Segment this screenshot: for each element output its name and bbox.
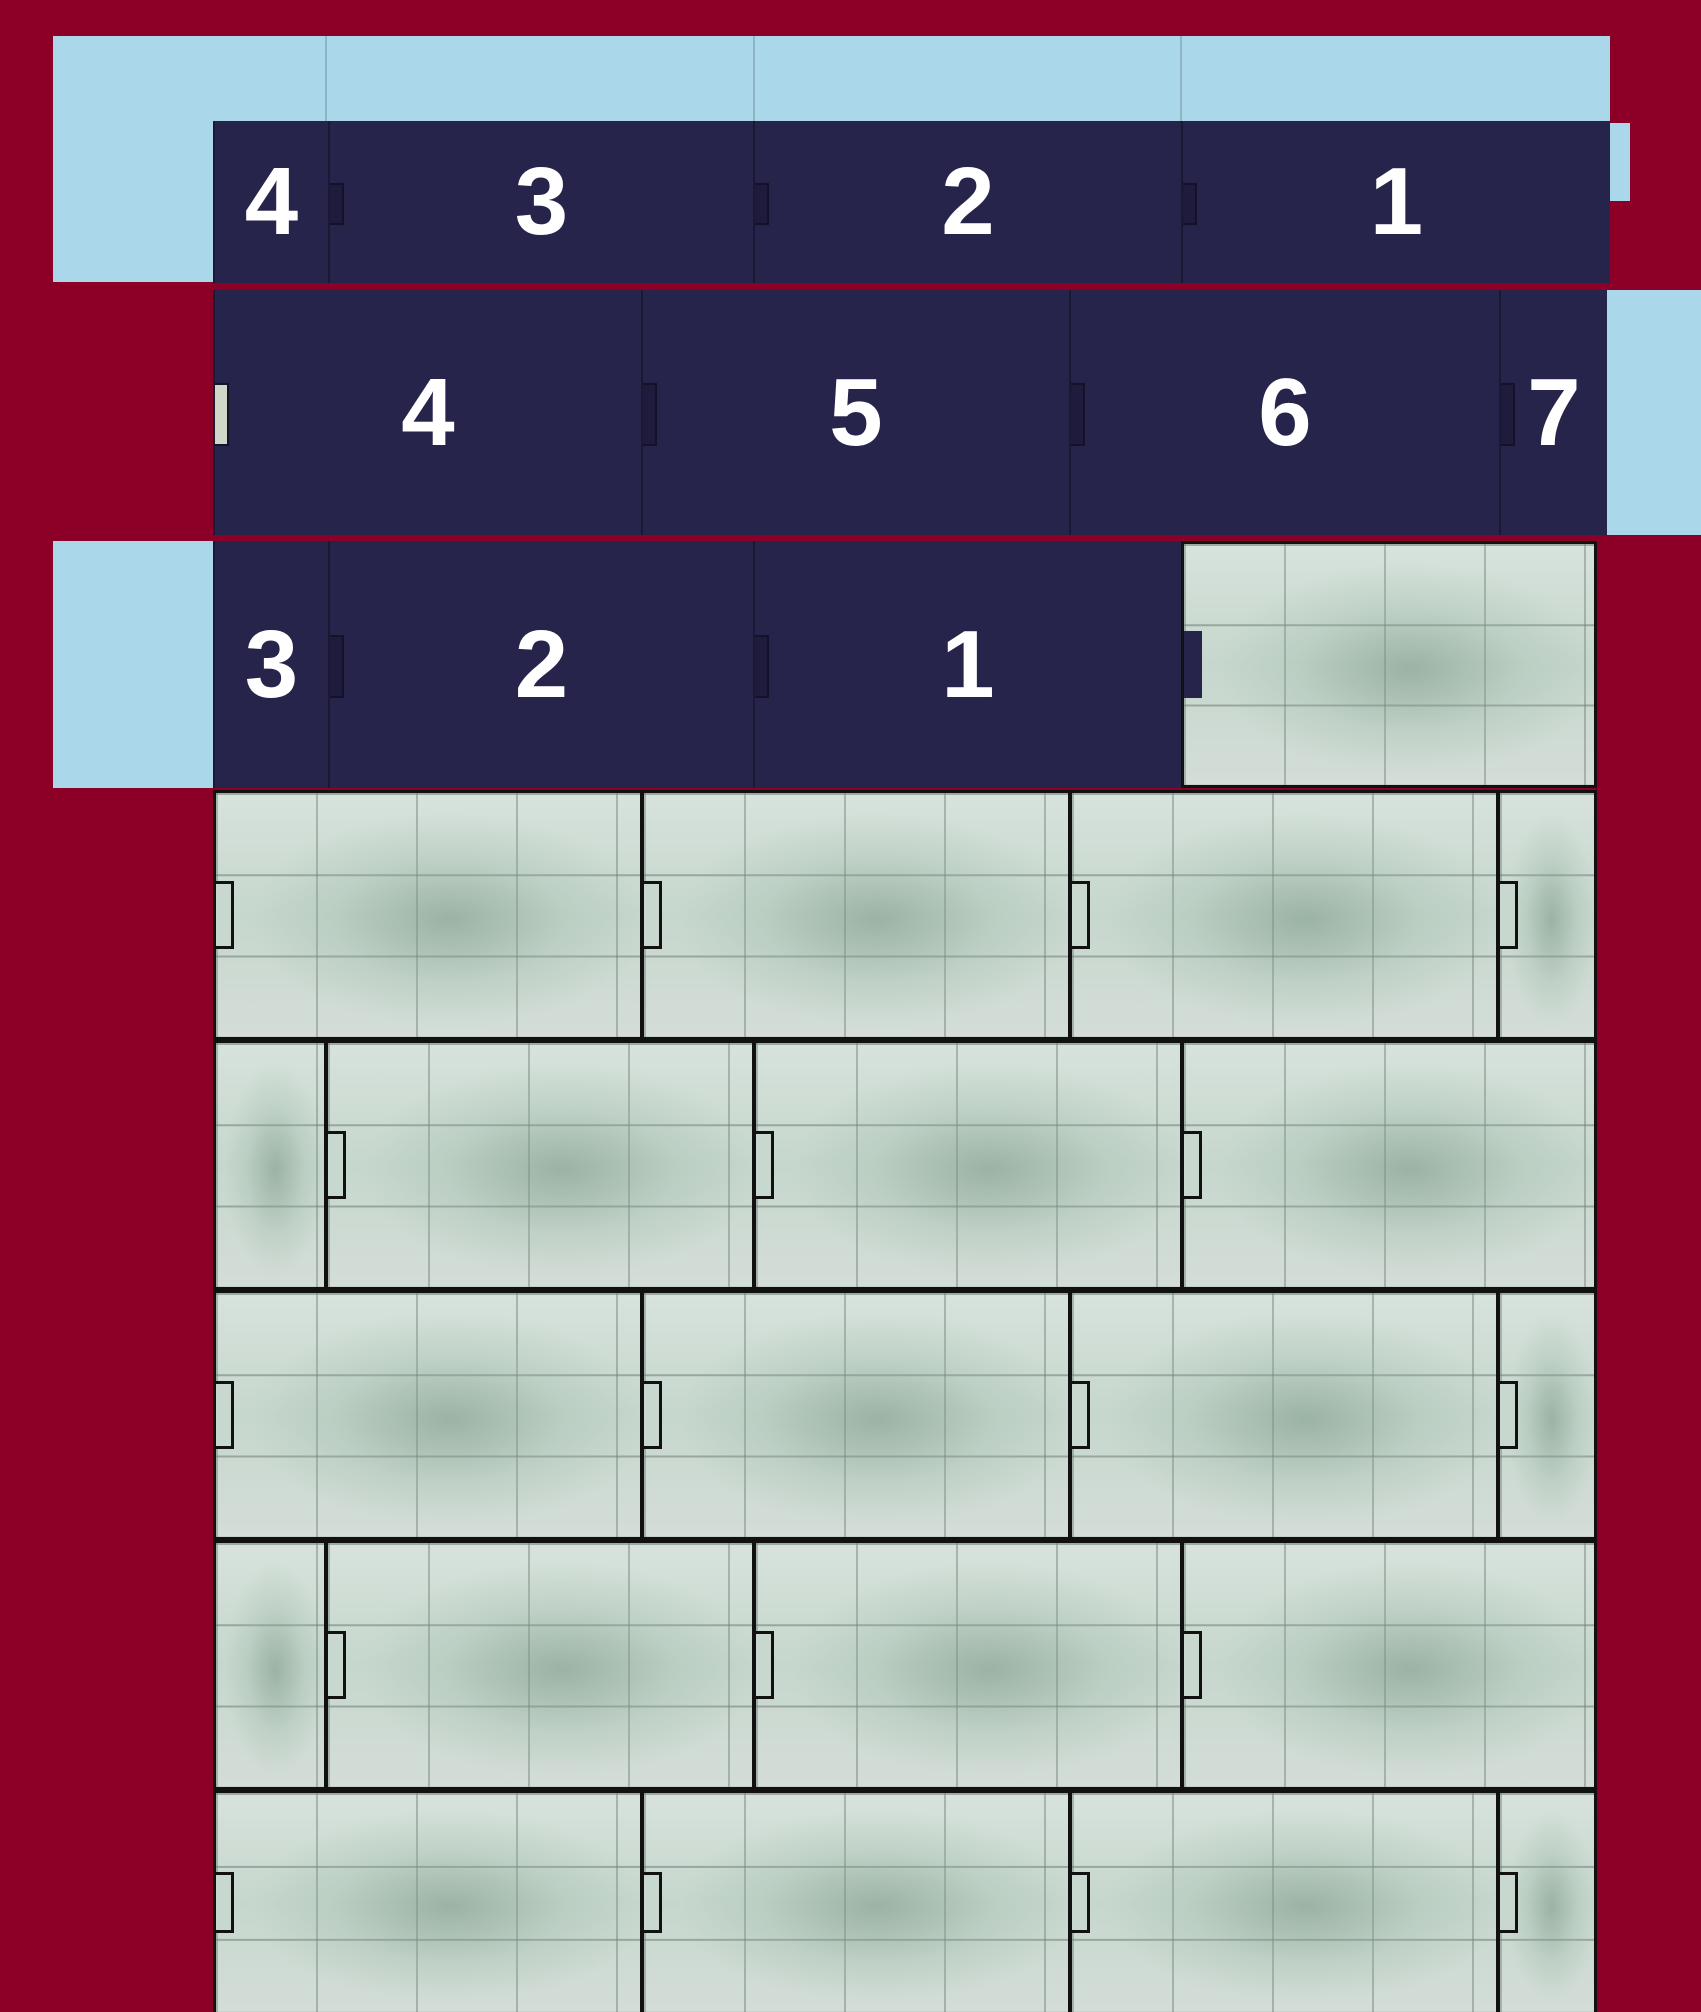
tile-number: 6	[1258, 358, 1311, 468]
tile-notch	[1072, 1872, 1090, 1933]
tile-row2-6[interactable]: 6	[1069, 290, 1499, 535]
tile-notch	[216, 881, 234, 949]
tile-notch	[1184, 1131, 1202, 1199]
strip-seam	[1180, 36, 1182, 121]
stone-tile[interactable]	[325, 1040, 755, 1290]
stone-tile[interactable]	[641, 1290, 1071, 1540]
tile-row2-5[interactable]: 5	[641, 290, 1069, 535]
tile-notch	[216, 1381, 234, 1449]
tile-number: 7	[1527, 358, 1580, 468]
light-blue-strip-row2	[1607, 290, 1701, 535]
tile-number: 4	[245, 147, 298, 257]
tile-notch	[1072, 881, 1090, 949]
tile-notch	[330, 183, 344, 226]
light-blue-edge-row1	[1608, 123, 1630, 201]
stone-tile[interactable]	[1069, 790, 1499, 1040]
stone-tile[interactable]	[1497, 1790, 1597, 2012]
tile-row1-4[interactable]: 4	[213, 121, 328, 283]
tile-notch	[328, 1131, 346, 1199]
strip-seam	[753, 36, 755, 121]
tile-notch	[756, 1131, 774, 1199]
tile-number: 3	[515, 147, 568, 257]
tile-number: 1	[941, 610, 994, 720]
stone-tile[interactable]	[213, 1290, 643, 1540]
tile-number: 3	[245, 610, 298, 720]
tile-notch	[1184, 631, 1202, 698]
tile-row1-1[interactable]: 1	[1181, 121, 1610, 283]
tile-notch	[1501, 383, 1515, 446]
stone-tile[interactable]	[213, 790, 643, 1040]
tile-row2-7[interactable]: 7	[1499, 290, 1607, 535]
tile-notch	[330, 635, 344, 698]
stone-tile[interactable]	[1181, 1540, 1597, 1790]
tile-number: 2	[515, 610, 568, 720]
stone-tile[interactable]	[1497, 1290, 1597, 1540]
stone-tile[interactable]	[753, 1040, 1183, 1290]
strip-seam	[325, 36, 327, 121]
tile-number: 4	[401, 358, 454, 468]
tile-notch	[1500, 881, 1518, 949]
tile-notch	[756, 1631, 774, 1699]
tile-notch	[644, 881, 662, 949]
tile-row1-2[interactable]: 2	[753, 121, 1181, 283]
stone-tile[interactable]	[213, 1790, 643, 2012]
tile-notch	[755, 183, 769, 226]
stone-tile[interactable]	[641, 1790, 1071, 2012]
tile-notch	[1500, 1381, 1518, 1449]
stone-tile[interactable]	[753, 1540, 1183, 1790]
tile-number: 5	[829, 358, 882, 468]
stone-tile[interactable]	[325, 1540, 755, 1790]
stone-tile[interactable]	[1181, 1040, 1597, 1290]
light-blue-strip-row3	[53, 541, 215, 788]
stone-tile[interactable]	[1069, 1790, 1499, 2012]
stone-tile[interactable]	[213, 1540, 327, 1790]
tile-row2-4[interactable]: 4	[213, 290, 641, 535]
tile-notch	[1184, 1631, 1202, 1699]
tile-notch	[755, 635, 769, 698]
stone-tile[interactable]	[1069, 1290, 1499, 1540]
tile-notch	[1071, 383, 1085, 446]
tile-row3-2[interactable]: 2	[328, 541, 753, 788]
stone-tile[interactable]	[641, 790, 1071, 1040]
stone-tile[interactable]	[213, 1040, 327, 1290]
tile-notch	[1183, 183, 1197, 226]
tile-notch	[644, 1872, 662, 1933]
tile-notch	[644, 1381, 662, 1449]
stone-tile[interactable]	[1181, 541, 1597, 788]
tile-notch	[328, 1631, 346, 1699]
tile-number: 2	[941, 147, 994, 257]
tile-row3-1[interactable]: 1	[753, 541, 1181, 788]
tile-notch	[1500, 1872, 1518, 1933]
stone-tile[interactable]	[1497, 790, 1597, 1040]
tile-notch	[643, 383, 657, 446]
tile-row1-3[interactable]: 3	[328, 121, 753, 283]
tile-notch	[1072, 1381, 1090, 1449]
tile-notch	[216, 1872, 234, 1933]
tile-row3-3[interactable]: 3	[213, 541, 328, 788]
tile-notch	[215, 383, 229, 446]
tile-number: 1	[1370, 147, 1423, 257]
